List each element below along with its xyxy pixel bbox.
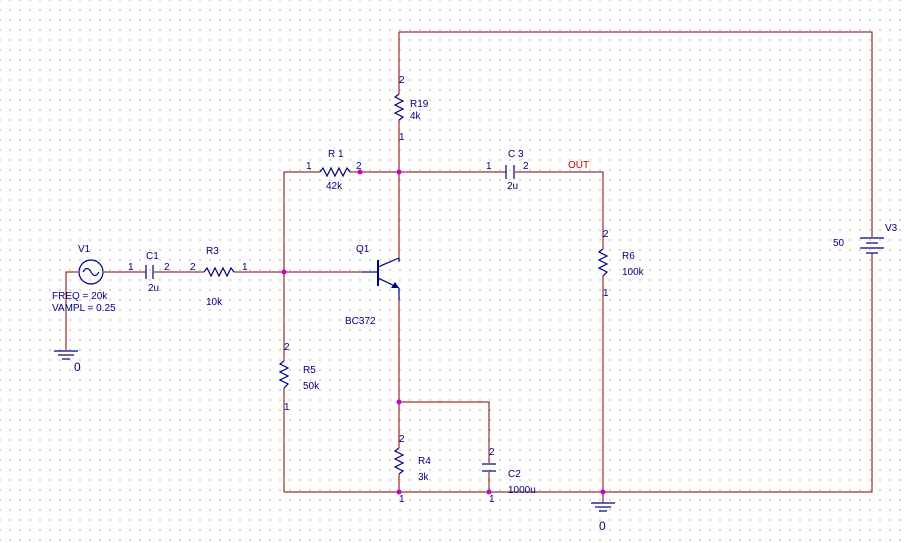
c1-value: 2u — [148, 283, 159, 294]
resistor-icon — [203, 266, 235, 278]
transistor-q1[interactable]: Q1 BC372 — [345, 244, 400, 327]
resistor-r5[interactable]: R5 50k 2 1 — [278, 342, 320, 413]
r6-pin1: 1 — [603, 288, 609, 299]
r19-ref: R19 — [410, 99, 429, 110]
c2-ref: C2 — [508, 469, 521, 480]
q1-value: BC372 — [345, 316, 376, 327]
junctions — [281, 169, 606, 495]
ac-source-icon — [78, 259, 104, 285]
q1-ref: Q1 — [356, 244, 370, 255]
r4-ref: R4 — [418, 456, 431, 467]
v1-ref: V1 — [78, 244, 91, 255]
r5-pin2: 2 — [284, 342, 290, 353]
wire-v3-bottom — [603, 258, 873, 493]
c3-pin1: 1 — [486, 161, 492, 172]
r1-value: 42k — [326, 181, 343, 192]
c3-pin2: 2 — [523, 161, 529, 172]
c3-ref: C 3 — [508, 149, 524, 160]
junction-emitter — [396, 399, 402, 405]
source-v1[interactable]: V1 FREQ = 20k VAMPL = 0.25 — [52, 244, 116, 314]
resistor-r6[interactable]: R6 100k 2 1 — [597, 229, 645, 299]
r6-ref: R6 — [622, 251, 635, 262]
capacitor-c2[interactable]: C2 1000u 2 1 — [482, 447, 536, 505]
resistor-r3[interactable]: R3 10k 2 1 — [190, 246, 248, 308]
wires — [65, 31, 873, 500]
resistor-icon — [278, 360, 290, 389]
ground-left[interactable]: 0 — [54, 350, 81, 374]
wire-out — [515, 171, 604, 245]
resistor-icon — [319, 166, 351, 178]
c2-pin1: 1 — [489, 494, 495, 505]
junction-collector — [396, 169, 402, 175]
capacitor-c3[interactable]: C 3 2u 1 2 — [486, 149, 529, 192]
junction-gnd-r6 — [600, 489, 606, 495]
r6-value: 100k — [622, 267, 645, 278]
r19-pin1: 1 — [399, 132, 405, 143]
battery-v3[interactable]: V3 50 — [833, 223, 898, 258]
resistor-icon — [393, 447, 405, 475]
r4-value: 3k — [418, 472, 430, 483]
r6-pin2: 2 — [603, 229, 609, 240]
r5-pin1: 1 — [284, 402, 290, 413]
r3-pin1: 1 — [242, 262, 248, 273]
c3-value: 2u — [507, 181, 518, 192]
wire-top-rail — [398, 31, 873, 237]
ground-left-label: 0 — [74, 360, 81, 374]
wire-emitter-c2 — [399, 401, 490, 463]
ground-right-label: 0 — [599, 519, 606, 533]
c1-ref: C1 — [146, 251, 159, 262]
c2-pin2: 2 — [489, 447, 495, 458]
r3-value: 10k — [206, 297, 223, 308]
resistor-r19[interactable]: R19 4k 2 1 — [393, 75, 429, 143]
r4-pin1: 1 — [399, 494, 405, 505]
resistor-r4[interactable]: R4 3k 2 1 — [393, 434, 431, 505]
wire-v1-gnd — [65, 271, 78, 350]
r3-pin2: 2 — [190, 262, 196, 273]
junction-gnd-c2 — [486, 489, 492, 495]
v3-value: 50 — [833, 238, 845, 249]
c2-value: 1000u — [508, 485, 536, 496]
resistor-r1[interactable]: R 1 42k 1 2 — [306, 149, 362, 192]
wire-r1-left — [283, 171, 320, 272]
v3-ref: V3 — [885, 223, 898, 234]
r1-pin2: 2 — [356, 161, 362, 172]
r19-value: 4k — [410, 111, 422, 122]
r1-pin1: 1 — [306, 161, 312, 172]
sine-wave-icon — [82, 267, 100, 277]
v1-vampl: VAMPL = 0.25 — [52, 303, 116, 314]
r4-pin2: 2 — [399, 434, 405, 445]
r3-ref: R3 — [206, 246, 219, 257]
v1-freq: FREQ = 20k — [52, 291, 108, 302]
r5-value: 50k — [303, 381, 320, 392]
c1-pin1: 1 — [128, 262, 134, 273]
junction-gnd-r4 — [396, 489, 402, 495]
capacitor-c1[interactable]: C1 2u 1 2 — [128, 251, 170, 294]
junction-r1-c3 — [357, 169, 363, 175]
c1-pin2: 2 — [164, 262, 170, 273]
r1-ref: R 1 — [328, 149, 344, 160]
resistor-icon — [393, 93, 405, 121]
net-label-out[interactable]: OUT — [568, 160, 589, 171]
junction-base — [281, 269, 287, 275]
r5-ref: R5 — [303, 365, 316, 376]
ground-right[interactable]: 0 — [591, 500, 615, 533]
r19-pin2: 2 — [399, 75, 405, 86]
resistor-icon — [597, 248, 609, 277]
